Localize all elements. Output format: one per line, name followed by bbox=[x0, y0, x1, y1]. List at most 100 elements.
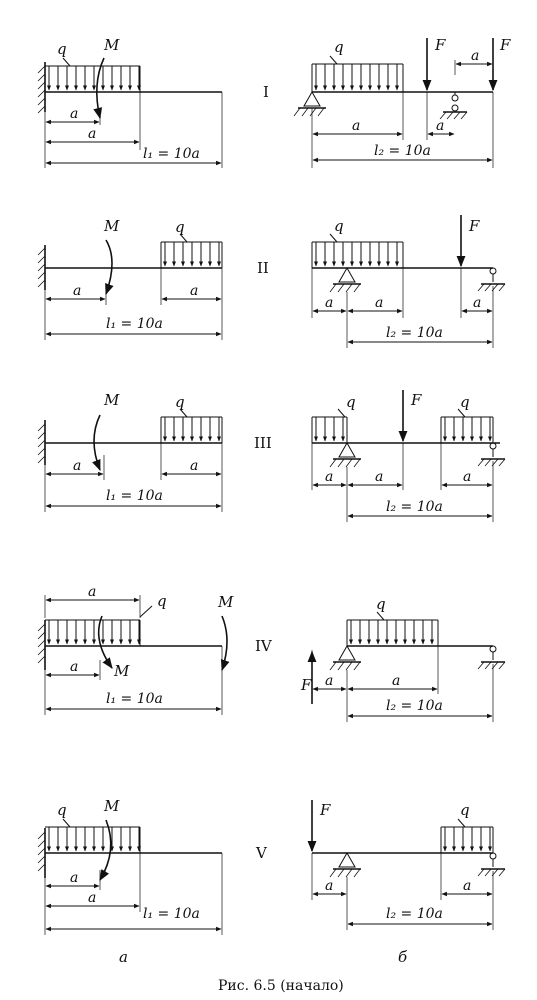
row-numeral-V: V bbox=[255, 844, 268, 862]
label-q: q bbox=[460, 393, 470, 411]
dim-a: a bbox=[325, 673, 333, 689]
dim-l1: l₁ = 10a bbox=[106, 691, 163, 707]
moment-M-arrow bbox=[97, 615, 113, 669]
dimension-lines bbox=[311, 853, 494, 930]
dim-a: a bbox=[325, 878, 333, 894]
label-F: F bbox=[410, 391, 422, 409]
pin-support bbox=[329, 266, 361, 293]
moment-M-arrow bbox=[93, 57, 105, 120]
dim-l1: l₁ = 10a bbox=[143, 146, 200, 162]
dim-a: a bbox=[473, 295, 481, 311]
distributed-load-q bbox=[311, 408, 348, 443]
dimension-lines bbox=[44, 595, 223, 715]
wall-clamp bbox=[37, 420, 46, 465]
roller-support bbox=[477, 852, 506, 877]
label-M: M bbox=[103, 217, 120, 235]
dim-a: a bbox=[70, 659, 78, 675]
label-M: M bbox=[113, 662, 130, 680]
dim-l1: l₁ = 10a bbox=[143, 906, 200, 922]
dim-l1: l₁ = 10a bbox=[106, 488, 163, 504]
distributed-load-q bbox=[346, 611, 439, 646]
dim-a: a bbox=[88, 584, 96, 600]
row-numeral-IV: IV bbox=[255, 637, 273, 655]
dimension-lines bbox=[44, 853, 223, 935]
label-F: F bbox=[319, 801, 331, 819]
dim-a: a bbox=[88, 890, 96, 906]
row-V-right-scheme: F q a a l₂ = 10a bbox=[307, 800, 506, 930]
wall-clamp bbox=[37, 620, 46, 670]
roller-support bbox=[477, 442, 506, 467]
label-F: F bbox=[499, 36, 511, 54]
dim-a: a bbox=[325, 295, 333, 311]
row-III-right-scheme: q F q a a a l₂ = 10a bbox=[311, 390, 506, 522]
label-q: q bbox=[157, 592, 167, 610]
label-F: F bbox=[468, 217, 480, 235]
label-M: M bbox=[103, 391, 120, 409]
roller-support bbox=[477, 645, 506, 670]
label-M: M bbox=[217, 593, 234, 611]
dim-l2: l₂ = 10a bbox=[386, 499, 443, 515]
moment-M-arrow bbox=[220, 615, 230, 672]
wall-clamp bbox=[37, 245, 46, 290]
row-numeral-II: II bbox=[257, 259, 269, 277]
dimension-lines bbox=[44, 92, 223, 168]
dimension-lines bbox=[44, 268, 223, 340]
dimension-lines bbox=[311, 60, 494, 168]
label-q: q bbox=[334, 217, 344, 235]
label-q: q bbox=[460, 801, 470, 819]
distributed-load-q bbox=[311, 233, 404, 268]
distributed-load-q bbox=[311, 55, 404, 92]
distributed-load-q bbox=[45, 818, 141, 853]
label-q: q bbox=[376, 595, 386, 613]
distributed-load-q bbox=[160, 233, 223, 268]
dim-l1: l₁ = 10a bbox=[106, 316, 163, 332]
row-II-left-scheme: M q a a l₁ = 10a bbox=[37, 217, 223, 340]
row-III-left-scheme: M q a a l₁ = 10a bbox=[37, 391, 223, 512]
label-q: q bbox=[57, 801, 67, 819]
label-q: q bbox=[57, 40, 67, 58]
row-numeral-I: I bbox=[263, 83, 269, 101]
wall-clamp bbox=[37, 828, 46, 878]
dim-a: a bbox=[375, 469, 383, 485]
label-M: M bbox=[103, 36, 120, 54]
label-q: q bbox=[346, 393, 356, 411]
distributed-load-q bbox=[440, 818, 494, 853]
distributed-load-q bbox=[160, 408, 223, 443]
label-q: q bbox=[175, 393, 185, 411]
dim-a: a bbox=[463, 469, 471, 485]
dim-a: a bbox=[392, 673, 400, 689]
column-label-a: а bbox=[119, 948, 128, 966]
figure-caption: Рис. 6.5 (начало) bbox=[218, 978, 344, 994]
label-F: F bbox=[300, 676, 312, 694]
distributed-load-q bbox=[440, 408, 494, 443]
dim-a: a bbox=[70, 870, 78, 886]
dim-a: a bbox=[471, 48, 479, 64]
row-II-right-scheme: q F a a a l₂ = 10a bbox=[311, 215, 506, 348]
row-I-right-scheme: q F F a a a l₂ = 10a bbox=[293, 36, 511, 168]
dim-a: a bbox=[352, 118, 360, 134]
pin-support bbox=[329, 851, 361, 878]
dim-a-1: a bbox=[70, 106, 78, 122]
dimension-lines bbox=[311, 268, 494, 348]
label-F: F bbox=[434, 36, 446, 54]
dimension-lines bbox=[311, 646, 494, 722]
pin-support bbox=[329, 644, 361, 671]
dim-a: a bbox=[73, 283, 81, 299]
dim-l2: l₂ = 10a bbox=[386, 698, 443, 714]
moment-M-arrow bbox=[99, 819, 112, 881]
row-numeral-III: III bbox=[254, 434, 272, 452]
dimension-lines bbox=[311, 443, 494, 522]
dim-a: a bbox=[375, 295, 383, 311]
pin-support bbox=[293, 90, 326, 117]
dim-a: a bbox=[436, 118, 444, 134]
row-IV-left-scheme: q M M a a l₁ = 10a bbox=[37, 584, 234, 715]
row-I-left-scheme: q M a a l₁ = 10a bbox=[37, 36, 223, 168]
dim-a: a bbox=[325, 469, 333, 485]
column-label-b: б bbox=[398, 948, 408, 966]
label-q: q bbox=[175, 218, 185, 236]
roller-support bbox=[439, 92, 468, 120]
distributed-load-q bbox=[45, 57, 141, 92]
moment-M-arrow bbox=[92, 414, 101, 472]
dim-a: a bbox=[190, 283, 198, 299]
